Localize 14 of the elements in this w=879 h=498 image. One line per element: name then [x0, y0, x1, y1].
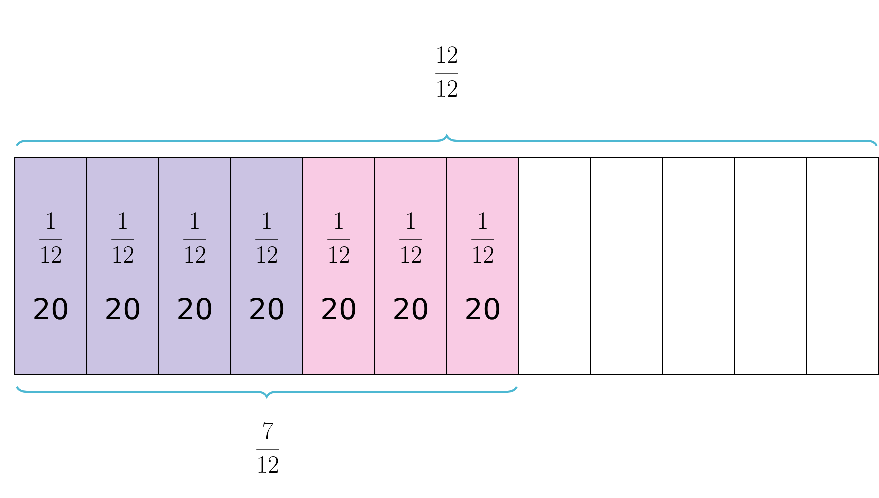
- bar-segment: [806, 158, 879, 376]
- bar-segment: $\frac{1}{12}$ 20: [230, 158, 304, 376]
- bar-segment: [662, 158, 736, 376]
- fraction-label: $\frac{7}{12}$: [256, 422, 280, 473]
- bar-segment: [734, 158, 808, 376]
- bar-segment: [590, 158, 664, 376]
- bar-segment: $\frac{1}{12}$ 20: [302, 158, 376, 376]
- bar-segment: $\frac{1}{12}$ 20: [14, 158, 88, 376]
- bar-segment: $\frac{1}{12}$ 20: [86, 158, 160, 376]
- bar-segment: $\frac{1}{12}$ 20: [158, 158, 232, 376]
- bar-segment: [518, 158, 592, 376]
- bar-segment: $\frac{1}{12}$ 20: [446, 158, 520, 376]
- fraction-label: $\frac{12}{12}$: [436, 46, 458, 97]
- bar-segment: $\frac{1}{12}$ 20: [374, 158, 448, 376]
